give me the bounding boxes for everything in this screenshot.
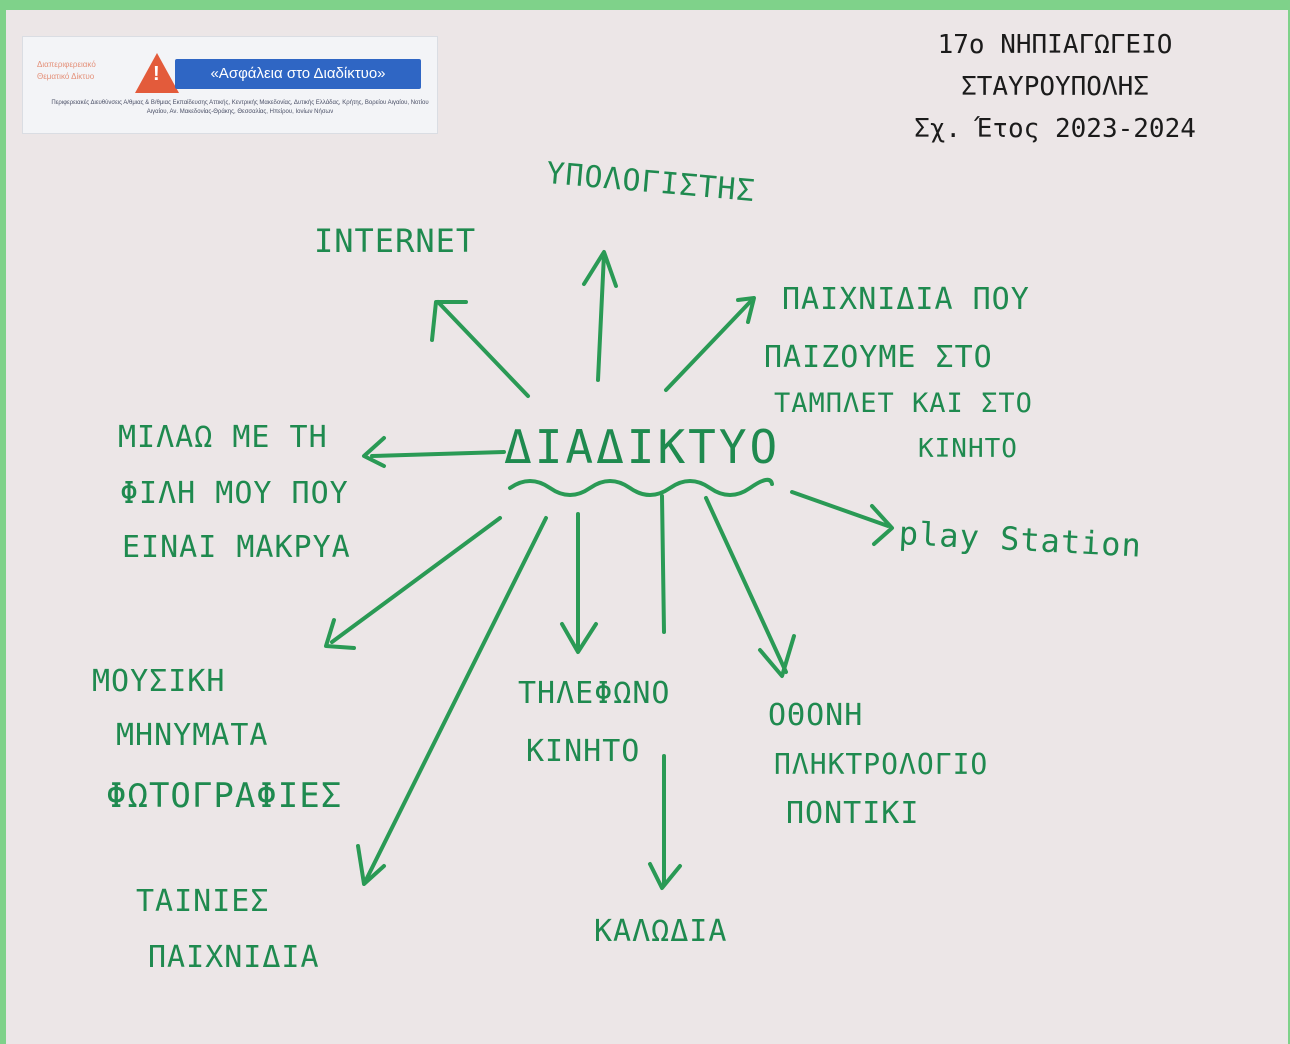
- node-screen-line: ΠΛΗΚΤΡΟΛΟΓΙΟ: [774, 748, 989, 781]
- school-year: Σχ. Έτος 2023-2024: [914, 114, 1196, 144]
- arrow-screen: [704, 496, 788, 674]
- badge-side-text: Διαπεριφερειακό Θεματικό Δίκτυο: [37, 60, 96, 81]
- center-underline: [508, 477, 774, 497]
- arrow-games: [664, 300, 752, 392]
- node-cable: ΚΑΛΩΔΙΑ: [594, 914, 728, 949]
- arrowhead-movies: [356, 844, 386, 886]
- badge-title: «Ασφάλεια στο Διαδίκτυο»: [175, 59, 421, 89]
- arrowhead-cable: [648, 862, 682, 890]
- arrowhead-computer: [582, 250, 618, 288]
- arrowhead-music: [324, 618, 356, 650]
- node-games-line: ΠΑΙΧΝΙΔΙΑ ΠΟΥ: [782, 282, 1030, 317]
- node-games-line: ΚΙΝΗΤΟ: [918, 434, 1018, 464]
- node-music-line: ΜΗΝΥΜΑΤΑ: [116, 718, 269, 753]
- arrowhead-phone: [560, 622, 598, 654]
- badge-subtitle: Περιφερειακές Διευθύνσεις Α/θμιας & Β/θμ…: [51, 100, 429, 115]
- arrowhead-screen: [758, 634, 796, 678]
- center-node: ΔΙΑΔΙΚΤΥΟ: [504, 420, 781, 474]
- arrow-computer: [596, 252, 606, 382]
- school-name: 17ο ΝΗΠΙΑΓΩΓΕΙΟ ΣΤΑΥΡΟΥΠΟΛΗΣ: [937, 30, 1173, 102]
- warning-icon: !: [135, 53, 179, 93]
- arrowhead-playstation: [870, 504, 894, 546]
- node-music-line: ΦΩΤΟΓΡΑΦΙΕΣ: [106, 776, 343, 816]
- node-games-line: ΤΑΜΠΛΕΤ ΚΑΙ ΣΤΟ: [774, 388, 1033, 419]
- arrow-friend: [370, 450, 506, 458]
- node-screen-line: ΟΘΟΝΗ: [768, 698, 864, 733]
- program-badge: Διαπεριφερειακό Θεματικό Δίκτυο ! «Ασφάλ…: [22, 36, 438, 134]
- node-phone-line: ΚΙΝΗΤΟ: [526, 734, 641, 769]
- arrow-music: [330, 516, 502, 644]
- node-friend-line: ΦΙΛΗ ΜΟΥ ΠΟΥ: [120, 476, 349, 511]
- node-internet: INTERNET: [314, 222, 477, 260]
- arrow-cable-stem: [660, 494, 666, 634]
- arrow-internet: [436, 300, 530, 398]
- school-header: 17ο ΝΗΠΙΑΓΩΓΕΙΟ ΣΤΑΥΡΟΥΠΟΛΗΣ Σχ. Έτος 20…: [840, 24, 1270, 150]
- node-movies-line: ΠΑΙΧΝΙΔΙΑ: [148, 940, 320, 975]
- arrow-movies: [364, 516, 548, 882]
- node-phone-line: ΤΗΛΕΦΩΝΟ: [518, 676, 671, 711]
- arrowhead-games: [736, 296, 756, 324]
- poster-paper: [6, 10, 1288, 1044]
- node-friend-line: ΜΙΛΑΩ ΜΕ ΤΗ: [118, 420, 328, 455]
- node-music-line: ΜΟΥΣΙΚΗ: [92, 664, 226, 699]
- node-movies-line: ΤΑΙΝΙΕΣ: [136, 884, 270, 919]
- arrow-playstation: [790, 490, 890, 528]
- node-screen-line: ΠΟΝΤΙΚΙ: [786, 796, 920, 831]
- node-games-line: ΠΑΙΖΟΥΜΕ ΣΤΟ: [764, 340, 993, 375]
- arrowhead-friend: [362, 436, 386, 468]
- node-friend-line: ΕΙΝΑΙ ΜΑΚΡΥΑ: [122, 530, 351, 565]
- arrowhead-internet: [430, 300, 468, 342]
